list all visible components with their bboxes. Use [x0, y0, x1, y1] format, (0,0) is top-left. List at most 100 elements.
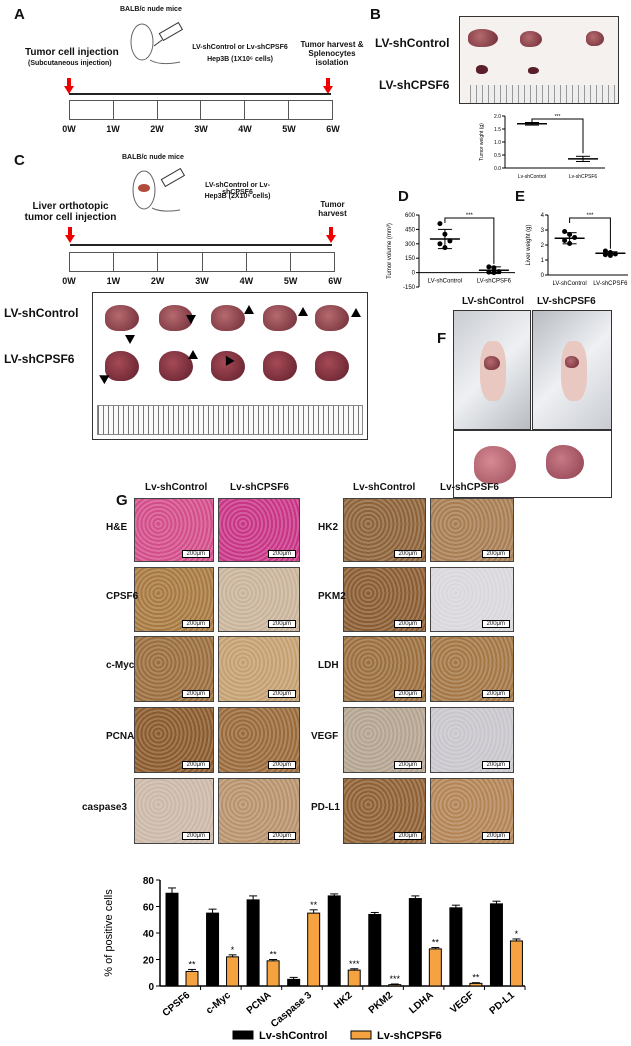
- scale-bar: 200μm: [393, 761, 422, 769]
- significance-bracket: [531, 118, 584, 154]
- significance-label: ***: [349, 959, 360, 969]
- bar-shcpsf6: [509, 940, 523, 987]
- ihc-image-left-shcontrol: 200μm: [134, 636, 214, 702]
- ihc-image-right-shcontrol: 200μm: [343, 636, 426, 702]
- tumor-arrowhead-icon: [186, 315, 196, 324]
- week-label: 3W: [195, 276, 209, 286]
- week-label: 6W: [328, 276, 342, 286]
- ihc-row-label: CPSF6: [106, 591, 139, 602]
- scale-bar: 200μm: [267, 620, 296, 628]
- mouse-photo-shcpsf6: [532, 310, 612, 430]
- significance-label: **: [188, 959, 196, 969]
- col-label-g-left-shcontrol: Lv-shControl: [145, 482, 208, 493]
- week-label: 2W: [150, 124, 164, 134]
- week-label: 1W: [106, 124, 120, 134]
- data-point: [607, 253, 613, 258]
- scale-bar: 200μm: [267, 761, 296, 769]
- mouse-syringe-icon: [130, 21, 184, 65]
- data-point: [486, 264, 492, 270]
- data-point: [491, 265, 497, 271]
- mouse-photo-shcontrol: [453, 310, 531, 430]
- y-tick-label: 3: [541, 228, 545, 234]
- ihc-image-right-shcpsf6: 200μm: [430, 778, 514, 844]
- panel-label-e: E: [515, 188, 526, 205]
- col-label-g-left-shcpsf6: Lv-shCPSF6: [230, 482, 289, 493]
- x-tick-label: VEGF: [448, 990, 476, 1016]
- bar-shcontrol: [489, 903, 503, 987]
- mouse-liver-syringe-icon: [132, 167, 186, 212]
- y-axis-label: Liver weight (g): [526, 224, 532, 265]
- bar-shcontrol: [165, 892, 179, 987]
- ihc-image-right-shcontrol: 200μm: [343, 567, 426, 632]
- y-tick-label: 1: [541, 258, 545, 264]
- y-axis-label: Tumor volume (mm³): [387, 223, 393, 279]
- data-point: [572, 235, 578, 240]
- ihc-row-label: c-Myc: [106, 660, 135, 671]
- scale-bar: 200μm: [267, 550, 296, 558]
- timeline-line: [69, 93, 331, 95]
- y-tick-label: 4: [541, 213, 545, 219]
- y-tick-label: 0: [541, 273, 545, 279]
- y-tick-label: 2.0: [494, 114, 501, 120]
- ihc-row-label: PD-L1: [311, 802, 340, 813]
- data-point: [567, 241, 573, 246]
- liver-tumor: [315, 305, 349, 331]
- panel-label-c: C: [14, 152, 25, 169]
- x-tick-label: CPSF6: [161, 990, 193, 1019]
- week-label: 1W: [106, 276, 121, 286]
- bar-shcontrol: [246, 899, 260, 987]
- cells-label-c: Hep3B (2X10⁶ cells): [204, 193, 271, 200]
- bar-shcontrol: [449, 907, 463, 987]
- data-point: [602, 248, 608, 254]
- liver-tumor: [263, 305, 297, 331]
- data-point: [562, 229, 568, 234]
- timeline-line-c: [70, 244, 332, 246]
- ihc-row-label: VEGF: [311, 731, 339, 742]
- y-tick-label: 80: [143, 876, 155, 887]
- significance-label: ***: [466, 213, 474, 219]
- row-label-c-shcontrol: LV-shControl: [4, 306, 79, 320]
- y-tick-label: 20: [143, 956, 155, 967]
- data-point: [437, 221, 443, 227]
- y-tick-label: 0.5: [494, 153, 501, 159]
- tumor-photo-b: [459, 16, 619, 104]
- bar-shcontrol: [368, 913, 382, 987]
- significance-bracket: [444, 217, 495, 264]
- liver-photo-f: [453, 430, 612, 498]
- bar-shcpsf6: [266, 960, 280, 987]
- week-label: 5W: [282, 124, 296, 134]
- y-tick-label: 600: [405, 213, 416, 219]
- data-point: [447, 238, 453, 244]
- bar-shcontrol: [206, 912, 220, 987]
- week-label: 0W: [62, 124, 76, 134]
- scale-bar: 200μm: [267, 690, 296, 698]
- data-point: [486, 269, 492, 275]
- injection-label: Tumor cell injection: [25, 47, 119, 58]
- row-label-shcontrol: LV-shControl: [375, 36, 450, 50]
- data-point: [491, 270, 497, 276]
- timeline-c: [69, 252, 335, 272]
- liver-tumor: [211, 305, 245, 331]
- bar-shcpsf6: [307, 912, 321, 987]
- scale-bar: 200μm: [393, 620, 422, 628]
- significance-label: *: [515, 929, 519, 939]
- panel-label-a: A: [14, 6, 25, 23]
- ihc-image-left-shcpsf6: 200μm: [218, 707, 300, 773]
- significance-label: **: [270, 950, 278, 960]
- significance-label: **: [472, 973, 480, 983]
- ihc-row-label: H&E: [106, 522, 128, 533]
- ihc-image-right-shcontrol: 200μm: [343, 498, 426, 562]
- y-axis-label: % of positive cells: [103, 889, 115, 977]
- x-tick-label: Lv-shControl: [518, 174, 546, 180]
- x-tick-label: LV-shControl: [552, 281, 586, 287]
- x-tick-label: LV-shCPSF6: [477, 279, 512, 285]
- y-tick-label: 1.0: [494, 140, 501, 146]
- tumor-arrowhead-icon: [244, 305, 254, 314]
- panel-label-f: F: [437, 330, 447, 347]
- ihc-image-left-shcpsf6: 200μm: [218, 567, 300, 632]
- x-tick-label: PCNA: [245, 990, 274, 1017]
- panel-label-g: G: [116, 492, 128, 509]
- significance-label: ***: [586, 213, 594, 219]
- injection-sublabel: (Subcutaneous injection): [28, 60, 112, 67]
- y-tick-label: 0: [412, 271, 416, 277]
